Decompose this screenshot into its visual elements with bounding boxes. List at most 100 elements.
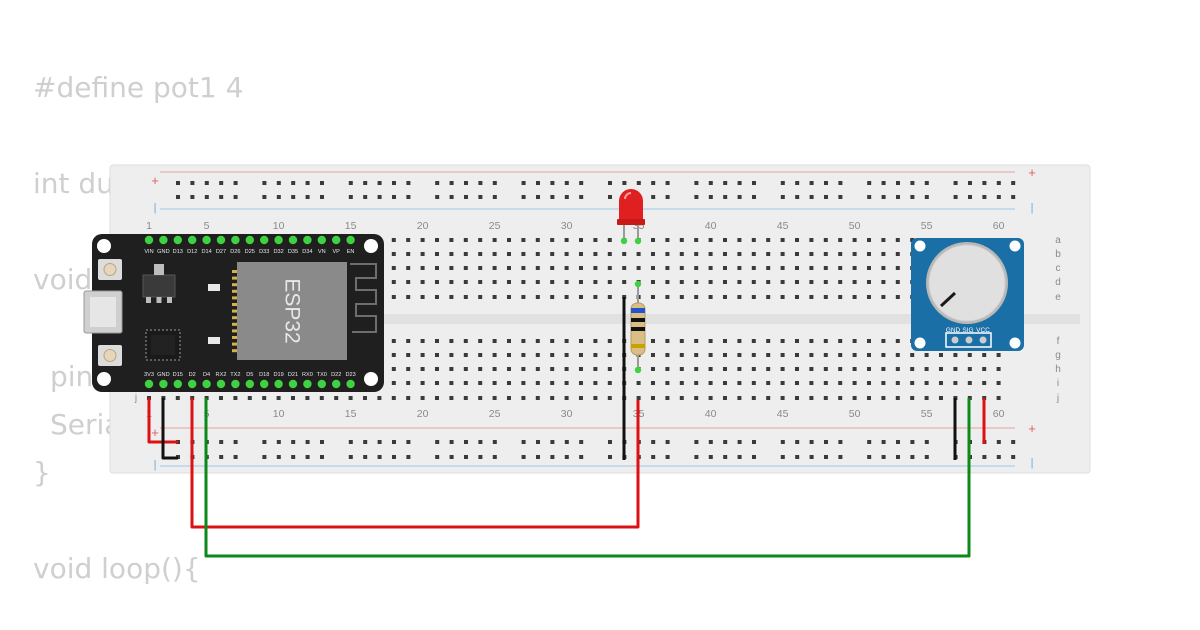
breadboard-hole[interactable] (175, 396, 180, 400)
breadboard-hole[interactable] (679, 353, 684, 357)
breadboard-hole[interactable] (507, 381, 511, 385)
breadboard-hole[interactable] (679, 280, 684, 284)
breadboard-hole[interactable] (852, 266, 857, 270)
breadboard-hole[interactable] (737, 266, 742, 270)
breadboard-hole[interactable] (579, 381, 583, 385)
breadboard-hole[interactable] (751, 252, 756, 256)
breadboard-hole[interactable] (780, 396, 785, 400)
rail-hole[interactable] (204, 181, 209, 185)
rail-hole[interactable] (910, 195, 915, 199)
rail-hole[interactable] (262, 195, 267, 199)
rail-hole[interactable] (838, 181, 843, 185)
rail-hole[interactable] (536, 455, 540, 459)
breadboard-hole[interactable] (708, 381, 713, 385)
rail-hole[interactable] (492, 181, 497, 185)
breadboard-hole[interactable] (996, 396, 1001, 400)
rail-hole[interactable] (694, 195, 699, 199)
breadboard-hole[interactable] (895, 396, 900, 400)
esp32-pin[interactable] (231, 379, 240, 389)
breadboard-hole[interactable] (852, 295, 857, 299)
breadboard-hole[interactable] (953, 353, 958, 357)
breadboard-hole[interactable] (550, 295, 555, 299)
rail-hole[interactable] (348, 455, 353, 459)
breadboard-hole[interactable] (319, 396, 324, 400)
breadboard-hole[interactable] (651, 266, 655, 270)
breadboard-hole[interactable] (953, 367, 958, 371)
breadboard-hole[interactable] (579, 367, 583, 371)
breadboard-hole[interactable] (607, 381, 612, 385)
rail-hole[interactable] (291, 455, 296, 459)
rail-hole[interactable] (809, 440, 814, 444)
rail-hole[interactable] (262, 440, 267, 444)
breadboard-hole[interactable] (838, 353, 843, 357)
red-led[interactable] (617, 189, 645, 245)
esp32-pin[interactable] (216, 379, 226, 389)
esp32-pin[interactable] (288, 379, 298, 389)
breadboard-hole[interactable] (910, 396, 915, 400)
rail-hole[interactable] (708, 455, 713, 459)
breadboard-hole[interactable] (723, 367, 727, 371)
rail-hole[interactable] (795, 181, 800, 185)
breadboard-hole[interactable] (939, 381, 943, 385)
breadboard-hole[interactable] (463, 396, 468, 400)
rail-hole[interactable] (550, 455, 555, 459)
breadboard-hole[interactable] (939, 353, 943, 357)
rail-hole[interactable] (651, 181, 656, 185)
rail-hole[interactable] (579, 181, 584, 185)
breadboard-hole[interactable] (967, 381, 972, 385)
breadboard-hole[interactable] (708, 339, 713, 343)
breadboard-hole[interactable] (852, 381, 857, 385)
breadboard-hole[interactable] (766, 266, 771, 270)
rail-hole[interactable] (651, 455, 656, 459)
breadboard-hole[interactable] (391, 266, 396, 270)
breadboard-hole[interactable] (607, 396, 612, 400)
en-button-icon[interactable] (98, 259, 122, 280)
breadboard-hole[interactable] (478, 295, 483, 299)
rail-hole[interactable] (377, 440, 382, 444)
breadboard-hole[interactable] (823, 339, 828, 343)
rail-hole[interactable] (996, 195, 1001, 199)
esp32-pin[interactable] (288, 235, 298, 245)
rail-hole[interactable] (233, 455, 238, 459)
breadboard-hole[interactable] (651, 396, 655, 400)
rail-hole[interactable] (737, 181, 742, 185)
rail-hole[interactable] (708, 195, 713, 199)
breadboard-hole[interactable] (622, 280, 627, 284)
breadboard-hole[interactable] (924, 367, 929, 371)
breadboard-hole[interactable] (507, 367, 511, 371)
breadboard-hole[interactable] (651, 367, 655, 371)
rail-hole[interactable] (910, 455, 915, 459)
breadboard-hole[interactable] (420, 238, 425, 242)
rail-hole[interactable] (795, 455, 800, 459)
breadboard-hole[interactable] (391, 295, 396, 299)
rail-hole[interactable] (320, 195, 324, 199)
breadboard-hole[interactable] (751, 353, 756, 357)
breadboard-hole[interactable] (507, 266, 511, 270)
rail-hole[interactable] (233, 181, 238, 185)
breadboard-hole[interactable] (492, 353, 497, 357)
breadboard-hole[interactable] (694, 353, 699, 357)
breadboard-hole[interactable] (795, 396, 799, 400)
breadboard-hole[interactable] (823, 396, 828, 400)
breadboard-hole[interactable] (651, 381, 655, 385)
breadboard-hole[interactable] (852, 353, 857, 357)
breadboard-hole[interactable] (219, 396, 223, 400)
rail-hole[interactable] (608, 440, 612, 444)
breadboard-hole[interactable] (492, 252, 497, 256)
rail-hole[interactable] (867, 440, 872, 444)
rail-hole[interactable] (320, 181, 324, 185)
rail-hole[interactable] (536, 181, 540, 185)
breadboard-hole[interactable] (751, 295, 756, 299)
rail-hole[interactable] (492, 195, 497, 199)
breadboard-hole[interactable] (564, 339, 569, 343)
breadboard-hole[interactable] (564, 252, 569, 256)
rail-hole[interactable] (896, 195, 900, 199)
breadboard-hole[interactable] (737, 339, 742, 343)
breadboard-hole[interactable] (751, 367, 756, 371)
breadboard-hole[interactable] (420, 266, 425, 270)
rail-hole[interactable] (550, 181, 555, 185)
breadboard-hole[interactable] (766, 367, 771, 371)
breadboard-hole[interactable] (694, 381, 699, 385)
breadboard-hole[interactable] (751, 266, 756, 270)
breadboard-hole[interactable] (867, 339, 871, 343)
